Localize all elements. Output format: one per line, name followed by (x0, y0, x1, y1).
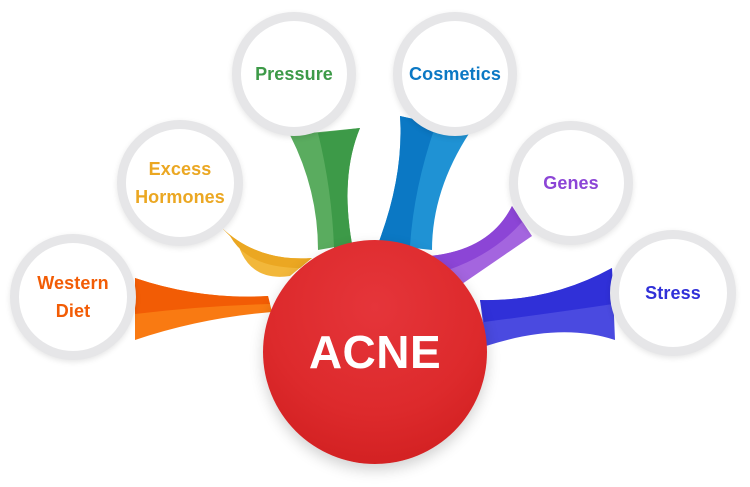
center-label: ACNE (308, 326, 442, 378)
branch-cosmetics (378, 116, 470, 250)
branch-pressure (290, 128, 360, 250)
node-excess-hormones: Excess Hormones (117, 120, 243, 246)
node-western-diet: Western Diet (10, 234, 136, 360)
node-label-western-diet: Western Diet (37, 273, 109, 321)
node-cosmetics: Cosmetics (393, 12, 517, 136)
node-genes: Genes (509, 121, 633, 245)
branch-stress (480, 268, 615, 346)
branch-genes (430, 206, 532, 284)
branch-western-diet (135, 278, 272, 340)
node-label-stress: Stress (645, 283, 701, 303)
node-pressure: Pressure (232, 12, 356, 136)
node-label-cosmetics: Cosmetics (409, 64, 501, 84)
node-label-genes: Genes (543, 173, 599, 193)
node-label-excess-hormones: Excess Hormones (135, 159, 225, 207)
node-label-pressure: Pressure (255, 64, 333, 84)
node-stress: Stress (610, 230, 736, 356)
center-node-acne: ACNE (263, 240, 487, 464)
branch-excess-hormones (222, 228, 312, 277)
